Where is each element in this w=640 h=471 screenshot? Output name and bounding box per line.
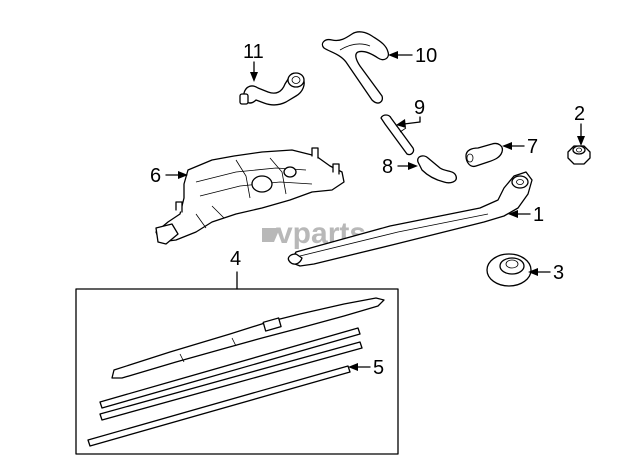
part-4-wiper-blade[interactable] xyxy=(99,297,385,421)
part-10-hose[interactable] xyxy=(321,31,390,104)
part-5-blade-insert[interactable] xyxy=(87,365,351,447)
callout-leaders xyxy=(165,51,585,371)
part-7-nozzle[interactable] xyxy=(465,142,504,168)
callout-8: 8 xyxy=(382,156,393,178)
callout-9: 9 xyxy=(414,97,425,119)
part-2-nut[interactable] xyxy=(567,145,591,165)
callout-6: 6 xyxy=(150,165,161,187)
part-4-wiper-blade-box xyxy=(75,271,399,455)
callout-numbers: 1 2 3 4 5 6 7 8 9 10 11 xyxy=(150,41,585,379)
part-1-wiper-arm[interactable] xyxy=(287,171,533,267)
callout-11: 11 xyxy=(243,41,264,63)
callout-3: 3 xyxy=(553,262,564,284)
callout-1: 1 xyxy=(533,204,544,226)
callout-4: 4 xyxy=(230,248,241,270)
part-11-hose-connector[interactable] xyxy=(239,72,305,106)
callout-7: 7 xyxy=(527,136,538,158)
part-3-grommet[interactable] xyxy=(486,253,532,287)
callout-2: 2 xyxy=(574,103,585,125)
callout-5: 5 xyxy=(373,357,384,379)
callout-10: 10 xyxy=(415,45,437,67)
part-8-hose-elbow[interactable] xyxy=(417,155,457,184)
part-6-wiper-motor[interactable] xyxy=(155,147,345,245)
part-9-hose-pipe[interactable] xyxy=(380,114,415,156)
